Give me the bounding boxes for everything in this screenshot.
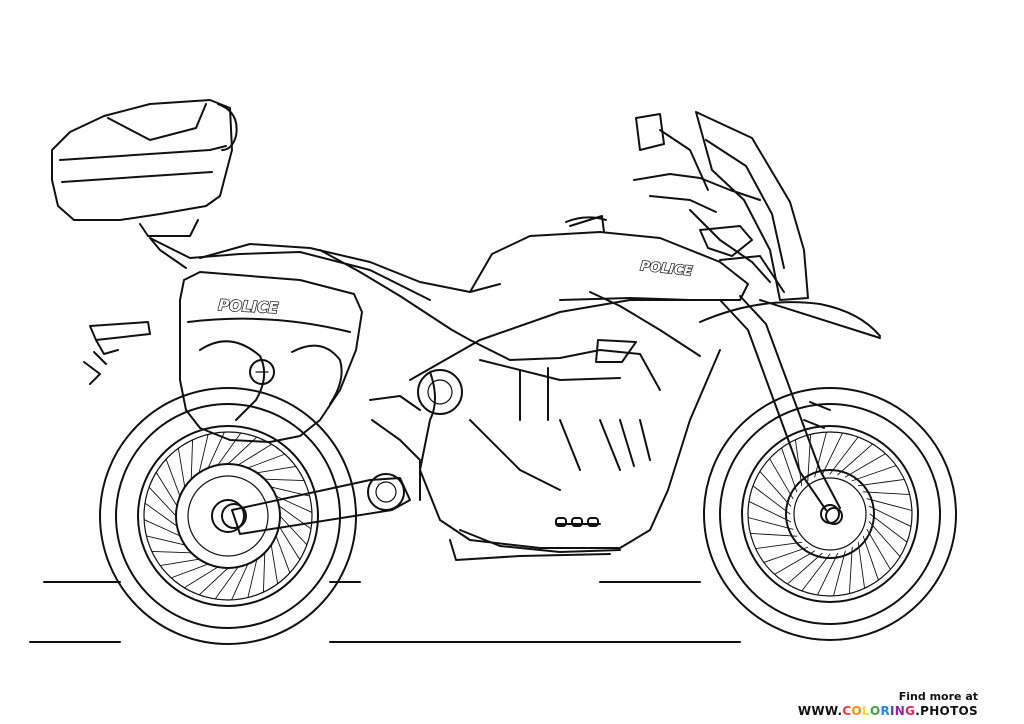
wheel-spoke: [207, 431, 225, 469]
wheel-spoke: [833, 550, 846, 597]
site-link[interactable]: WWW.COLORING.PHOTOS: [798, 704, 978, 718]
wheel-spoke: [155, 471, 178, 507]
footer: Find more at WWW.COLORING.PHOTOS: [798, 690, 978, 718]
wheel-spoke: [868, 505, 912, 527]
site-letter: O: [869, 704, 881, 718]
wheel-spoke: [264, 478, 305, 482]
wheel-spoke: [214, 566, 239, 600]
front-wheel: [703, 387, 957, 641]
ground-lines: [29, 581, 741, 643]
wheel-spoke: [275, 535, 291, 574]
saddlebag-lettering: POLICE: [218, 296, 280, 317]
wheel-spoke: [851, 465, 897, 482]
wheel-spoke: [869, 513, 908, 543]
wheel-spoke: [755, 541, 803, 550]
wheel-spoke: [159, 558, 200, 567]
wheel-spoke: [837, 443, 874, 476]
wheel-spoke: [749, 532, 798, 537]
wheel-spoke: [165, 458, 181, 497]
wheel-spoke: [237, 443, 273, 466]
wheel-spoke: [862, 491, 911, 496]
wheel-spoke: [145, 535, 186, 546]
front-fork: [699, 295, 881, 525]
frame-body: [369, 291, 741, 561]
wheel-spoke: [198, 433, 209, 474]
swing-arm: [221, 473, 411, 535]
wheel-spoke: [752, 485, 791, 515]
wheel-spoke: [747, 517, 794, 530]
site-prefix: WWW.: [797, 704, 843, 718]
wheel-spoke: [848, 546, 853, 595]
wheel-spoke: [817, 552, 839, 596]
wheel-spoke: [763, 546, 809, 563]
wheel-spoke: [190, 439, 194, 480]
site-letter: G: [905, 704, 916, 718]
rear-wheel: [99, 387, 357, 645]
site-letter: O: [851, 704, 862, 718]
wheel-spoke: [774, 550, 816, 575]
wheel-spoke: [814, 431, 827, 478]
wheel-spoke: [231, 563, 249, 601]
wheel-spoke: [857, 478, 905, 487]
wheel-spoke: [862, 535, 879, 581]
wheel-spoke: [866, 498, 913, 511]
site-letter: I: [890, 704, 895, 718]
site-suffix: .PHOTOS: [915, 704, 978, 718]
wheel-spoke: [144, 502, 178, 527]
wheel-spoke: [247, 558, 258, 599]
wheel-spoke: [866, 528, 891, 570]
wheel-spoke: [170, 563, 209, 579]
wheel-spoke: [278, 525, 301, 561]
wheel-spoke: [794, 439, 803, 487]
site-letter: N: [894, 704, 906, 718]
cockpit: [633, 111, 809, 301]
tank-lettering: POLICE: [640, 259, 694, 279]
wheel-spoke: [829, 436, 859, 475]
wheel-spoke: [868, 521, 901, 558]
wheel-spoke: [769, 458, 794, 500]
wheel-spoke: [801, 553, 831, 592]
saddlebag: [179, 271, 363, 443]
wheel-spoke: [821, 432, 843, 476]
wheel-spoke: [278, 505, 312, 530]
wheel-spoke: [786, 552, 823, 585]
wheel-spoke: [247, 453, 286, 469]
wheel-spoke: [270, 544, 279, 585]
wheel-spoke: [177, 447, 186, 488]
wheel-spoke: [759, 470, 792, 507]
site-letter: R: [880, 704, 890, 718]
wheel-spoke: [279, 515, 308, 546]
wheel-spoke: [143, 519, 181, 537]
wheel-spoke: [748, 501, 792, 523]
tail-section: [83, 237, 431, 385]
wheel-spoke: [217, 432, 242, 466]
fuel-tank: [469, 215, 749, 301]
site-colored-word: COLORING: [842, 704, 915, 718]
wheel-spoke: [262, 552, 266, 593]
wheel-spoke: [256, 465, 297, 474]
wheel-spoke: [151, 550, 192, 554]
find-more-label: Find more at: [898, 690, 978, 703]
wheel-spoke: [844, 453, 886, 478]
wheel-spoke: [183, 566, 219, 589]
wheel-spoke: [781, 447, 798, 493]
site-letter: C: [842, 704, 852, 718]
wheel-spoke: [198, 567, 229, 596]
wheel-spoke: [857, 541, 866, 589]
top-case: [51, 99, 238, 237]
site-letter: L: [861, 704, 870, 718]
wheel-spoke: [148, 486, 177, 517]
